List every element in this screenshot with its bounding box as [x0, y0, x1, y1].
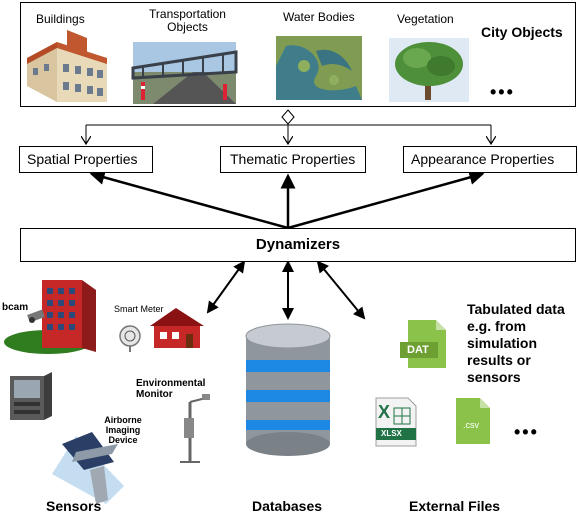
external-files-label: External Files [409, 498, 501, 514]
webcam-label: bcam [2, 302, 29, 313]
smart-meter-label: Smart Meter [114, 304, 164, 314]
city-objects-title: City Objects [481, 24, 563, 40]
dynamizers-label: Dynamizers [255, 236, 341, 253]
water-bodies-label: Water Bodies [283, 10, 355, 24]
transportation-objects-label: Transportation Objects [149, 7, 226, 34]
spatial-properties-box [19, 146, 153, 173]
dat-file-label: DAT [407, 344, 429, 356]
sensors-label: Sensors [46, 498, 102, 514]
external-files-more: ••• [514, 422, 539, 442]
xlsx-file-label: XLSX [381, 429, 402, 438]
aggregation-diamond [281, 109, 295, 125]
appearance-properties-box [403, 146, 577, 173]
thematic-properties-box [220, 146, 366, 173]
csv-file-label: .csv [463, 420, 480, 430]
vegetation-label: Vegetation [397, 12, 454, 26]
thematic-properties-label: Thematic Properties [230, 151, 356, 167]
databases-label: Databases [252, 498, 323, 514]
external-files-description: Tabulated data e.g. from simulation resu… [467, 301, 565, 385]
airborne-device-label: Airborne Imaging Device [104, 415, 142, 445]
spatial-properties-label: Spatial Properties [27, 151, 138, 167]
appearance-properties-label: Appearance Properties [411, 151, 555, 167]
dynamizers-box [20, 228, 576, 262]
buildings-label: Buildings [36, 12, 85, 26]
city-objects-more: ••• [490, 82, 515, 102]
environmental-monitor-label: Environmental Monitor [136, 378, 206, 400]
